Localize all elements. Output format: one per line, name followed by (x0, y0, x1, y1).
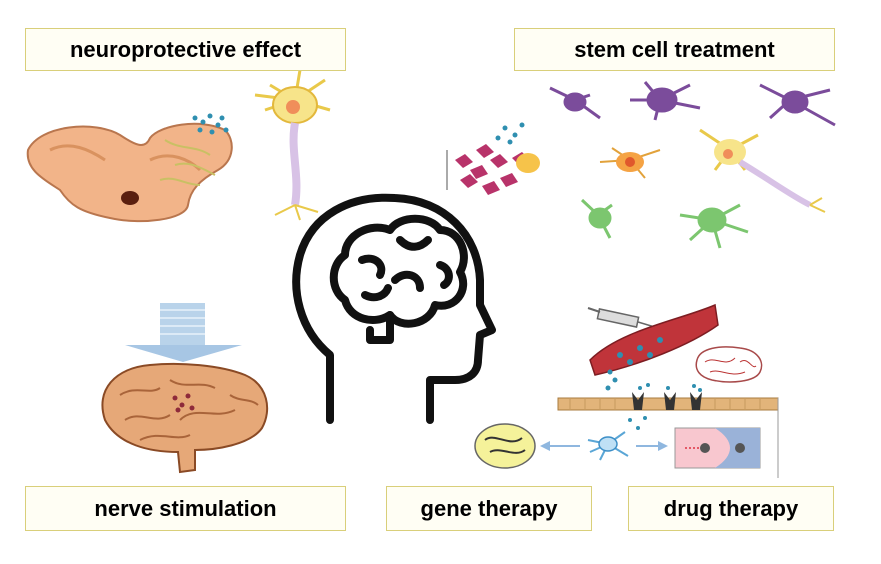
label-stem-cell-treatment: stem cell treatment (514, 28, 835, 71)
gene-cell-icon (474, 423, 536, 469)
small-brain-icon (695, 346, 763, 383)
label-drug-therapy: drug therapy (628, 486, 834, 531)
stem-cells (446, 81, 836, 249)
blood-vessel-icon (589, 303, 719, 391)
label-neuroprotective-effect: neuroprotective effect (25, 28, 346, 71)
cell-icon (26, 113, 233, 223)
brain-head-icon (292, 193, 496, 424)
stimulation-arrow (125, 303, 242, 362)
brain-icon (101, 362, 269, 474)
blood-brain-barrier (557, 383, 779, 430)
label-nerve-stimulation: nerve stimulation (25, 486, 346, 531)
syringe-icon (587, 307, 659, 329)
arrow-right (636, 441, 668, 451)
label-gene-therapy: gene therapy (386, 486, 592, 531)
drug-cell-panel (674, 427, 761, 469)
neuron-icon (254, 69, 331, 221)
arrow-left (540, 441, 580, 451)
microglia-cell (587, 431, 629, 461)
